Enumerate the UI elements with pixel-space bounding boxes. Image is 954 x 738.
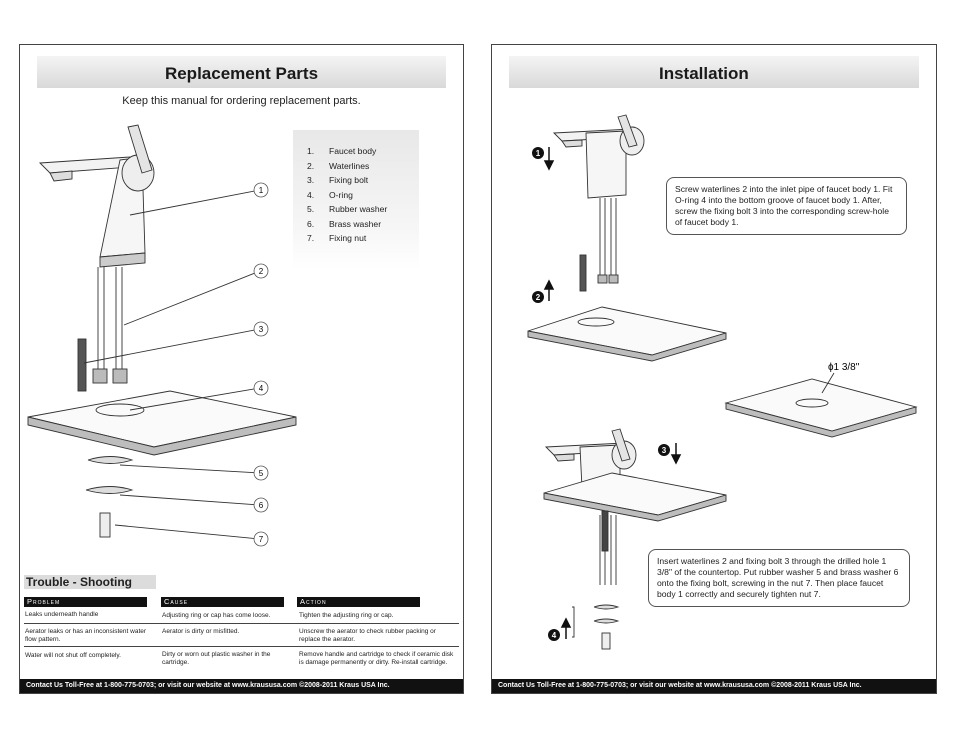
callout-1: 1: [253, 182, 269, 198]
svg-text:5: 5: [259, 469, 264, 478]
column-header-action: Action: [297, 597, 420, 607]
instruction-box-1: Screw waterlines 2 into the inlet pipe o…: [666, 177, 907, 235]
list-item: 3.Fixing bolt: [307, 175, 369, 185]
step-number-2: 2: [532, 291, 544, 303]
svg-text:7: 7: [259, 535, 264, 544]
callout-7: 7: [253, 531, 269, 547]
installation-diagram: 1 2 3 4 ɸ1 3/8": [527, 114, 918, 650]
list-item: 2.Waterlines: [307, 160, 370, 171]
svg-text:2: 2: [259, 267, 264, 276]
table-cell: Aerator is dirty or misfitted.: [162, 628, 240, 635]
callout-3: 3: [253, 321, 269, 337]
row-divider: [24, 623, 459, 624]
page-title: Replacement Parts: [164, 64, 319, 83]
table-cell: Tighten the adjusting ring or cap.: [299, 612, 394, 619]
callout-5: 5: [253, 465, 269, 481]
footer-contact: Contact Us Toll-Free at 1-800-775-0703; …: [492, 679, 936, 693]
svg-text:4: 4: [552, 631, 557, 640]
hole-size-label: ɸ1 3/8": [828, 362, 860, 373]
parts-diagram: 1 2 3 4 5 6 7: [27, 124, 297, 547]
step-number-3: 3: [658, 444, 670, 456]
svg-text:3: 3: [259, 325, 264, 334]
list-item: 6.Brass washer: [307, 218, 382, 229]
svg-text:4: 4: [259, 384, 264, 393]
table-cell: Adjusting ring or cap has come loose.: [162, 612, 271, 619]
svg-text:1: 1: [536, 149, 541, 158]
callout-6: 6: [253, 497, 269, 513]
footer-contact: Contact Us Toll-Free at 1-800-775-0703; …: [20, 679, 463, 693]
page-header: Installation: [509, 56, 919, 88]
list-item: 1.Faucet body: [307, 146, 377, 156]
parts-list: 1.Faucet body 2.Waterlines 3.Fixing bolt…: [293, 130, 419, 270]
svg-text:6: 6: [259, 501, 264, 510]
step-number-1: 1: [532, 147, 544, 159]
list-item: 5.Rubber washer: [307, 204, 388, 214]
table-cell: Leaks underneath handle: [25, 611, 99, 618]
table-cell: Dirty or worn out plastic washer in the …: [162, 651, 271, 666]
table-cell: Remove handle and cartridge to check if …: [299, 651, 454, 666]
column-header-cause: Cause: [161, 597, 284, 607]
step-number-4: 4: [548, 629, 560, 641]
page-header: Replacement Parts: [37, 56, 446, 88]
instruction-box-2: Insert waterlines 2 and fixing bolt 3 th…: [648, 549, 910, 607]
column-header-problem: Problem: [24, 597, 147, 607]
table-cell: Water will not shut off completely.: [25, 652, 121, 659]
troubleshooting-title: Trouble - Shooting: [24, 575, 156, 589]
page-title: Installation: [659, 64, 749, 83]
list-item: 4.O-ring: [307, 189, 353, 200]
subtitle: Keep this manual for ordering replacemen…: [122, 95, 361, 107]
svg-text:2: 2: [536, 293, 541, 302]
svg-text:3: 3: [662, 446, 667, 455]
installation-page: Installation: [491, 44, 937, 694]
callout-4: 4: [253, 380, 269, 396]
list-item: 7.Fixing nut: [307, 233, 367, 243]
replacement-parts-page: Replacement Parts Keep this manual for o…: [19, 44, 464, 694]
table-cell: Aerator leaks or has an inconsistent wat…: [25, 628, 147, 643]
callout-2: 2: [253, 263, 269, 279]
row-divider: [24, 646, 459, 647]
table-cell: Unscrew the aerator to check rubber pack…: [299, 628, 436, 643]
svg-text:1: 1: [259, 186, 264, 195]
